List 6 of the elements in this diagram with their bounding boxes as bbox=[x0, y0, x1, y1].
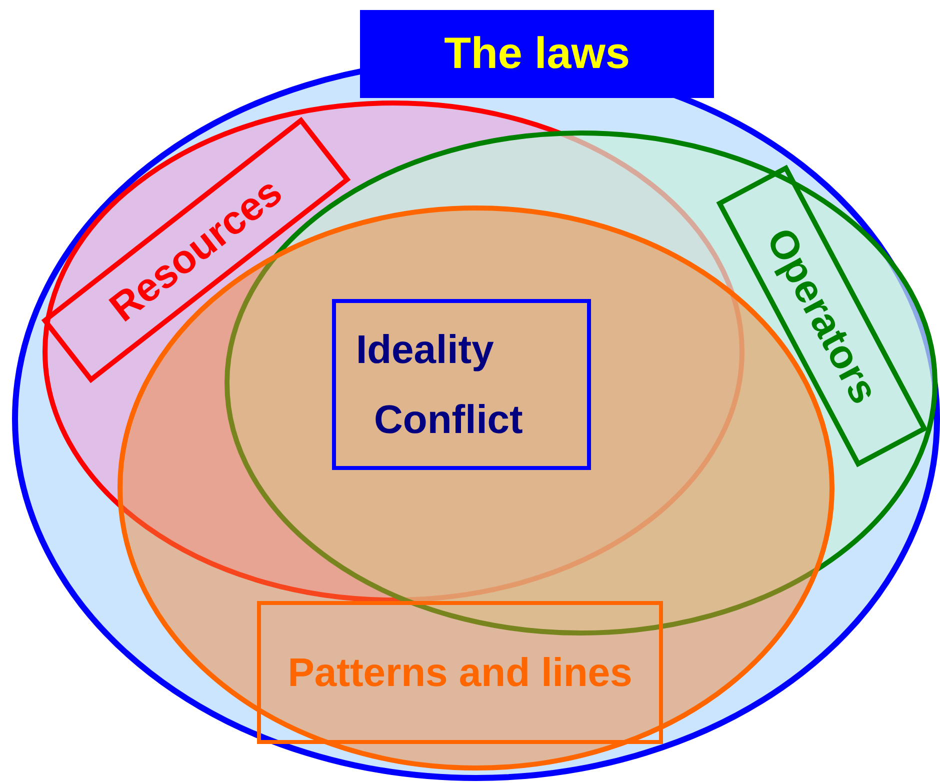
label-text: Patterns and lines bbox=[288, 652, 632, 694]
title-banner bbox=[360, 10, 714, 98]
label-text: The laws bbox=[444, 30, 630, 78]
label-text: Ideality bbox=[356, 328, 494, 370]
label-text: Conflict bbox=[374, 398, 523, 440]
label-frame bbox=[332, 299, 591, 470]
